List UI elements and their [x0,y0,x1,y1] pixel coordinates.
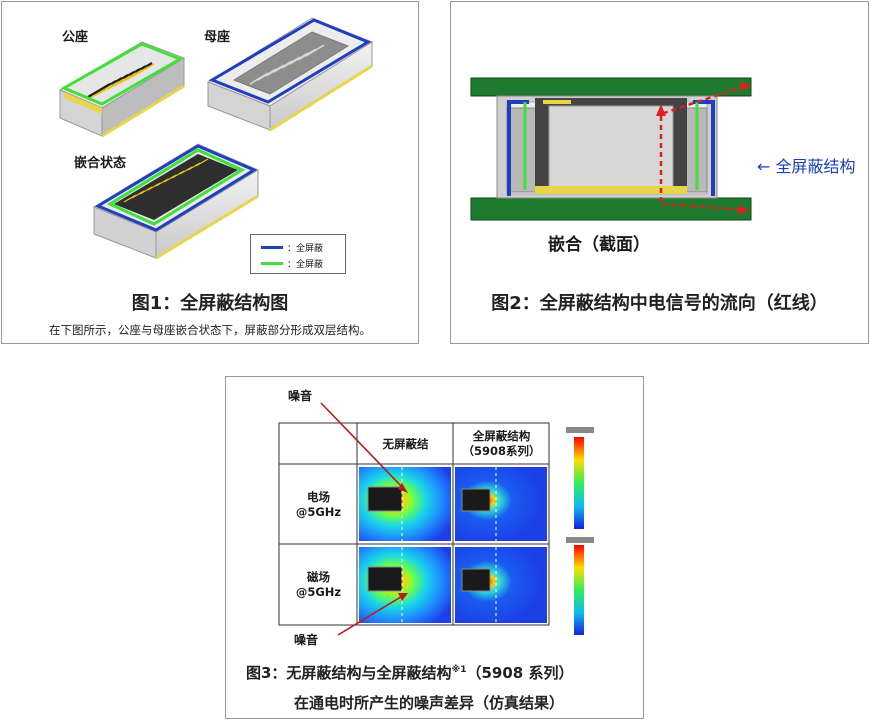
figure-3-caption-line2: 在通电时所产生的噪声差异（仿真结果） [294,694,565,712]
noise-label-bottom: 噪音 [294,633,319,647]
mated-connector [92,143,260,260]
label-mated: 嵌合状态 [74,156,127,171]
figure-1-description: 在下图所示，公座与母座嵌合状态下，屏蔽部分形成双层结构。 [49,323,371,337]
colorbar-efield [574,437,584,529]
figure-3-panel: 噪音 噪音 无屏蔽结 全屏蔽结构 （5908系列） 电场 @5GHz 磁场 @5… [225,376,644,719]
noise-arrow-bottom [337,594,405,636]
figure-2-caption: 图2：全屏蔽结构中电信号的流向（红线） [491,293,828,314]
signal-flow-arrow [656,81,751,215]
figure-1-panel: 公座 母座 嵌合状态 ：全屏蔽 ：全屏蔽 图1：全屏蔽结构图 在下图所示，公座与… [1,1,419,344]
simulation-table [278,402,594,636]
legend-row-blue: ：全屏蔽 [261,240,323,254]
noise-arrow-top [320,402,405,490]
legend-row-green: ：全屏蔽 [261,256,323,270]
row-magnetic-field: 磁场 @5GHz [295,570,342,599]
table-grid [278,422,550,626]
noise-label-top: 噪音 [288,389,313,403]
label-male: 公座 [62,30,89,45]
legend-swatch-green [261,261,283,265]
legend-text-green: ：全屏蔽 [287,259,324,270]
figure-2-panel: ← 全屏蔽结构 嵌合（截面） 图2：全屏蔽结构中电信号的流向（红线） [450,1,869,344]
legend-swatch-blue [261,245,283,249]
full-shield-structure-label: ← 全屏蔽结构 [757,157,856,176]
colorbar-hfield [574,545,584,635]
cross-section-illustration [470,77,752,221]
male-connector [58,41,186,138]
header-no-shield: 无屏蔽结 [382,436,429,451]
connector-illustration [58,17,374,260]
legend-text-blue: ：全屏蔽 [287,243,324,254]
bottom-pcb [470,197,752,221]
female-connector [206,17,374,132]
shield-legend: ：全屏蔽 ：全屏蔽 [250,234,346,274]
figure-1-caption: 图1：全屏蔽结构图 [131,293,289,314]
figure-3-caption-line1: 图3：无屏蔽结构与全屏蔽结构※1（5908 系列） [246,664,574,682]
row-electric-field: 电场 @5GHz [295,489,342,519]
label-female: 母座 [204,30,231,45]
header-full-shield: 全屏蔽结构 （5908系列） [462,429,541,458]
top-pcb [470,77,752,97]
section-label: 嵌合（截面） [548,235,650,255]
